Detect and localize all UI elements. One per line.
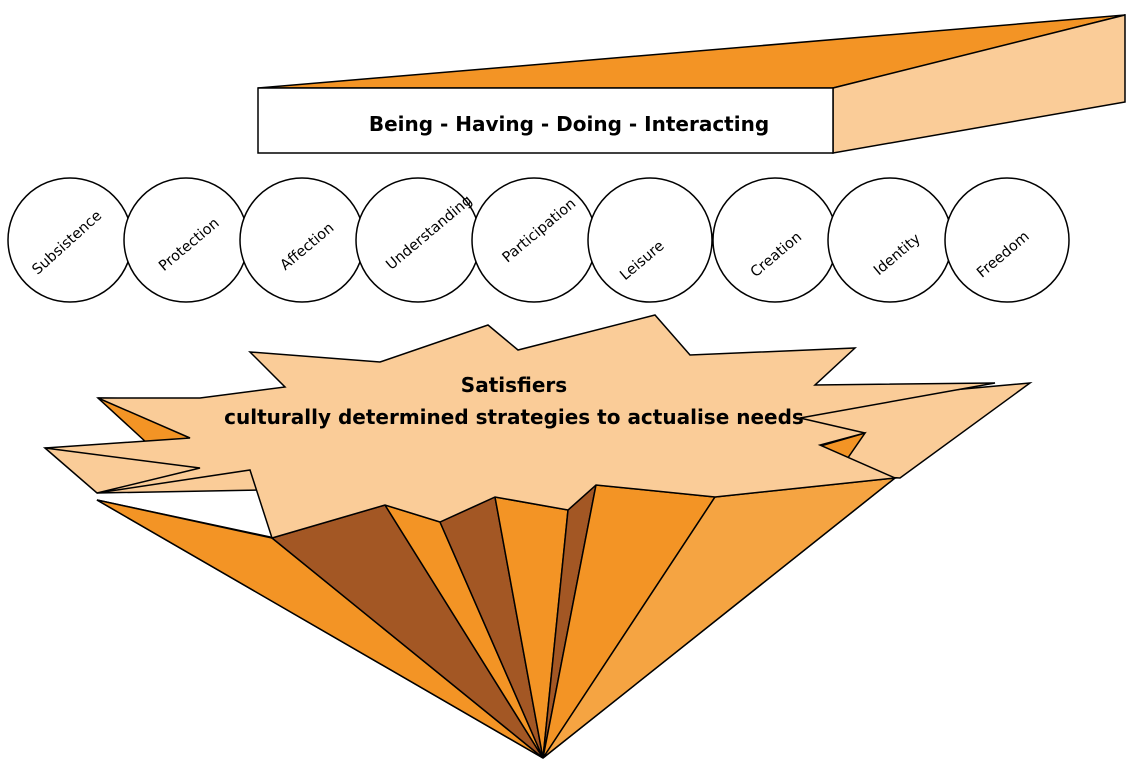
need-circle-understanding: Understanding	[355, 177, 481, 303]
satisfiers-funnel: Satisfiers culturally determined strateg…	[42, 314, 1033, 759]
need-circle-protection: Protection	[123, 177, 249, 303]
need-circle-identity: Identity	[827, 177, 953, 303]
need-circle-affection: Affection	[239, 177, 365, 303]
satisfiers-subtitle: culturally determined strategies to actu…	[224, 405, 804, 429]
need-circle-freedom: Freedom	[944, 177, 1070, 303]
top-3d-box: Being - Having - Doing - Interacting	[257, 14, 1126, 154]
satisfiers-starburst	[44, 314, 996, 539]
need-circle-participation: Participation	[471, 177, 597, 303]
top-box-front-face	[257, 87, 834, 154]
need-circle-leisure: Leisure	[587, 177, 713, 303]
satisfiers-title: Satisfiers	[461, 373, 567, 397]
top-box-label: Being - Having - Doing - Interacting	[369, 112, 769, 136]
need-circle-creation: Creation	[712, 177, 838, 303]
need-circle-subsistence: Subsistence	[7, 177, 133, 303]
needs-circles: Subsistence Protection Affection Underst…	[7, 177, 1070, 303]
